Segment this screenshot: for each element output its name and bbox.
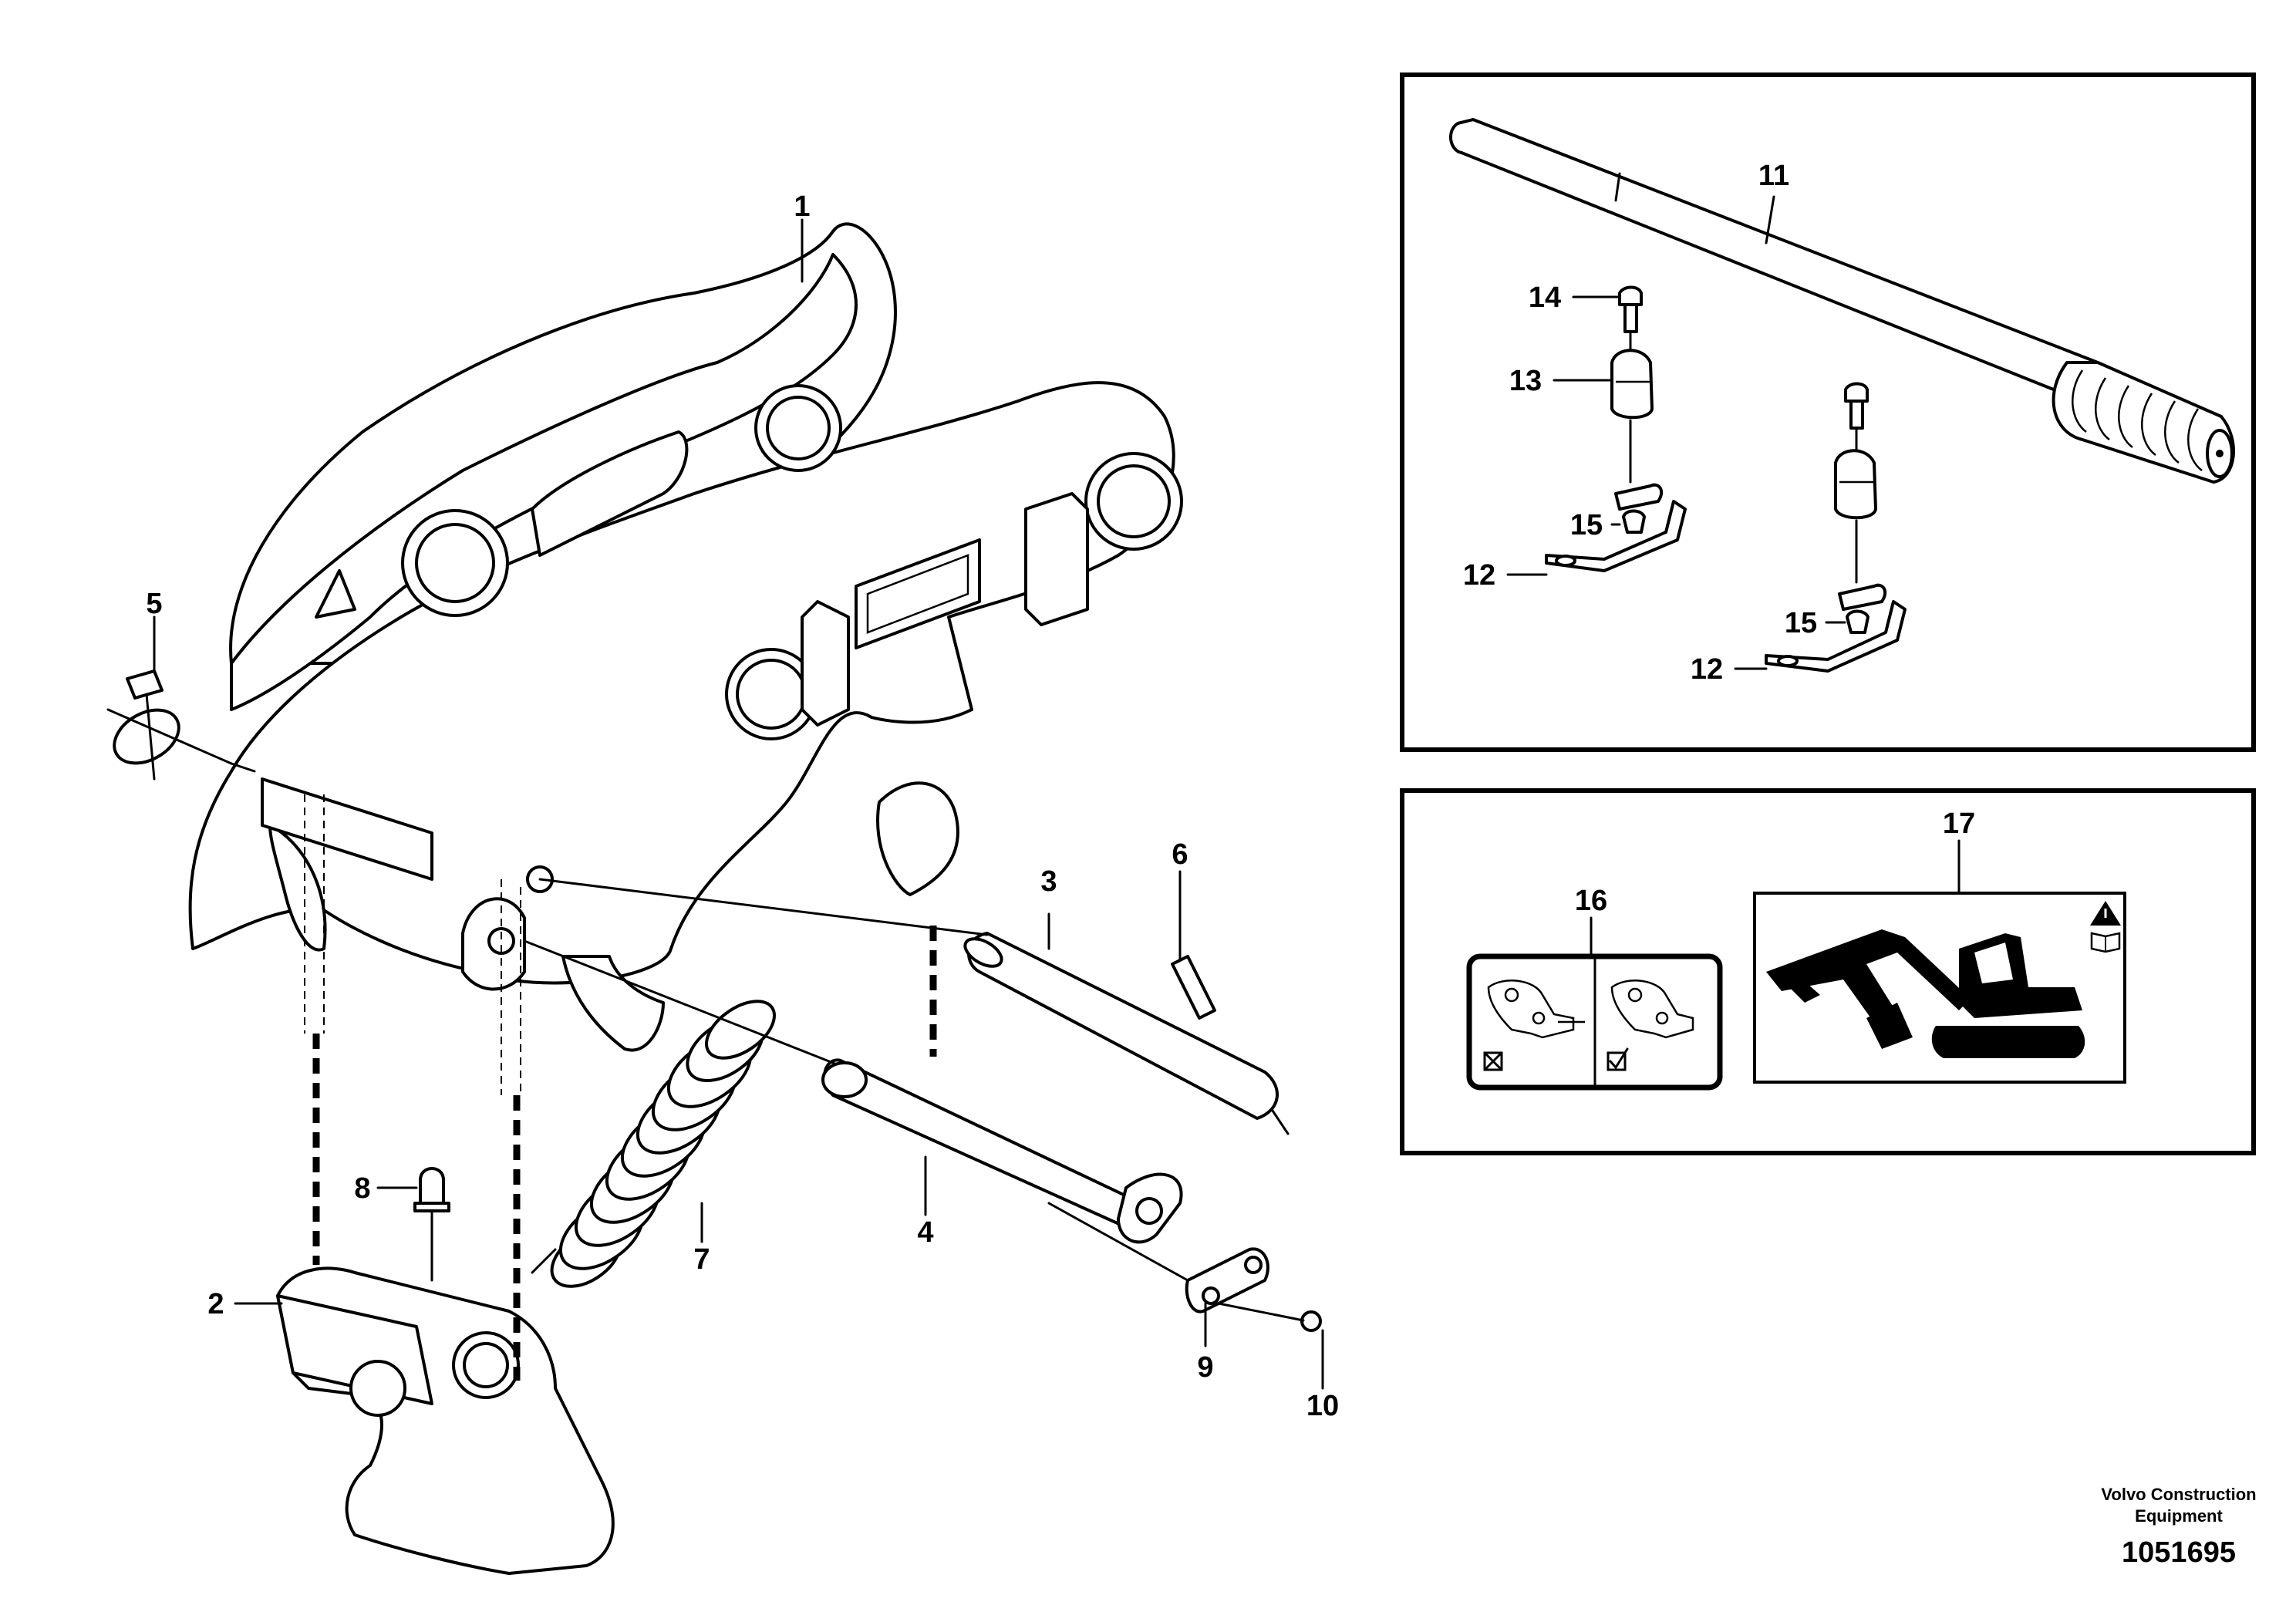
callout-1: 1 bbox=[794, 191, 810, 223]
pin-4 bbox=[821, 1058, 1183, 1244]
callout-8: 8 bbox=[354, 1172, 370, 1205]
handle-grip bbox=[2052, 361, 2235, 484]
callout-13: 13 bbox=[1509, 365, 1542, 397]
callout-14: 14 bbox=[1529, 282, 1561, 314]
decal-17 bbox=[1753, 892, 2126, 1084]
callout-15a: 15 bbox=[1570, 509, 1603, 541]
spring bbox=[550, 1000, 776, 1288]
lock-plate bbox=[1185, 1247, 1269, 1313]
pin-3 bbox=[963, 932, 1279, 1120]
coupler-body bbox=[188, 222, 1183, 1052]
callout-3: 3 bbox=[1040, 865, 1057, 898]
callout-9: 9 bbox=[1197, 1351, 1213, 1384]
credit-line-1: Volvo Construction bbox=[2101, 1485, 2256, 1504]
inset-handle-kit: 11 14 13 15 12 15 12 bbox=[1400, 73, 2256, 752]
callout-6: 6 bbox=[1172, 838, 1188, 871]
callout-5: 5 bbox=[146, 588, 162, 620]
assembly-lines bbox=[230, 762, 1305, 1381]
clamp-assembly-left bbox=[1545, 285, 1687, 572]
callout-16: 16 bbox=[1575, 885, 1607, 917]
decal-16 bbox=[1466, 953, 1723, 1091]
grease-nipple bbox=[413, 1167, 450, 1282]
callout-12a: 12 bbox=[1463, 559, 1495, 592]
credit-line-2: Equipment bbox=[2135, 1506, 2223, 1526]
callout-11: 11 bbox=[1758, 160, 1789, 192]
locking-hook bbox=[276, 1266, 615, 1575]
callout-4: 4 bbox=[917, 1216, 933, 1249]
excavator-image bbox=[1766, 929, 2085, 1058]
roll-pin bbox=[1171, 955, 1216, 1020]
leader-lines bbox=[153, 218, 1324, 1390]
callout-7: 7 bbox=[693, 1243, 710, 1276]
clamp-assembly-right bbox=[1765, 382, 1907, 673]
callout-12b: 12 bbox=[1691, 653, 1723, 686]
callout-17: 17 bbox=[1943, 808, 1975, 840]
screw-10 bbox=[1300, 1310, 1322, 1332]
linch-pin bbox=[106, 669, 233, 781]
callout-2: 2 bbox=[207, 1288, 224, 1320]
callout-15b: 15 bbox=[1785, 607, 1817, 639]
callout-10: 10 bbox=[1306, 1390, 1339, 1422]
inset-decals: 16 17 bbox=[1400, 788, 2256, 1155]
drawing-number: 1051695 bbox=[2122, 1536, 2236, 1569]
